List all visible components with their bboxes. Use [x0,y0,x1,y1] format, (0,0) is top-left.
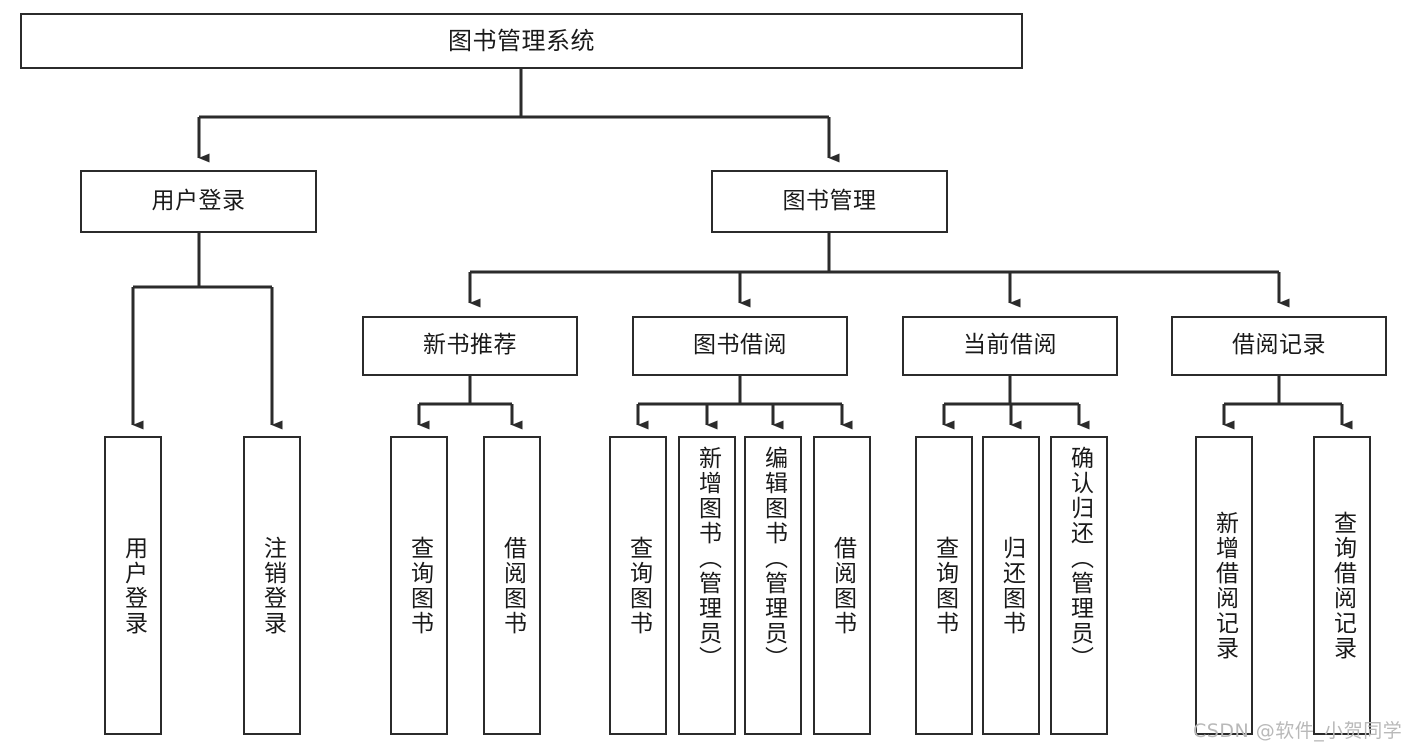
node-label: 查询图书 [406,535,433,636]
leaf-new-book-query-book[interactable]: 查询图书 [390,436,448,735]
node-label: 查询图书 [931,535,958,636]
node-label: 当前借阅 [963,332,1057,359]
leaf-current-borrow-query-book[interactable]: 查询图书 [915,436,973,735]
node-label: 确认归还（管理员） [1066,446,1093,671]
node-user-login[interactable]: 用户登录 [80,170,317,233]
node-label: 查询借阅记录 [1329,510,1356,661]
node-label: 借阅图书 [499,535,526,636]
node-label: 用户登录 [151,187,246,214]
node-label: 归还图书 [998,535,1025,636]
leaf-user-login-logout[interactable]: 注销登录 [243,436,301,735]
node-book-borrow[interactable]: 图书借阅 [632,316,848,376]
leaf-borrow-record-query-record[interactable]: 查询借阅记录 [1313,436,1371,735]
node-label: 新增图书（管理员） [694,446,721,671]
node-root-book-management-system[interactable]: 图书管理系统 [20,13,1023,69]
leaf-new-book-borrow-book[interactable]: 借阅图书 [483,436,541,735]
node-label: 借阅记录 [1232,332,1326,359]
node-new-book-recommend[interactable]: 新书推荐 [362,316,578,376]
node-label: 注销登录 [259,535,286,636]
leaf-book-borrow-query-book[interactable]: 查询图书 [609,436,667,735]
leaf-current-borrow-return-book[interactable]: 归还图书 [982,436,1040,735]
leaf-borrow-record-add-record[interactable]: 新增借阅记录 [1195,436,1253,735]
node-label: 借阅图书 [829,535,856,636]
node-book-management[interactable]: 图书管理 [711,170,948,233]
node-label: 查询图书 [625,535,652,636]
leaf-current-borrow-confirm-return-admin[interactable]: 确认归还（管理员） [1050,436,1108,735]
node-label: 新书推荐 [423,332,517,359]
leaf-book-borrow-add-book-admin[interactable]: 新增图书（管理员） [678,436,736,735]
leaf-book-borrow-borrow-book[interactable]: 借阅图书 [813,436,871,735]
node-label: 新增借阅记录 [1211,510,1238,661]
leaf-book-borrow-edit-book-admin[interactable]: 编辑图书（管理员） [744,436,802,735]
node-label: 用户登录 [120,535,147,636]
node-label: 编辑图书（管理员） [760,446,787,671]
leaf-user-login-login[interactable]: 用户登录 [104,436,162,735]
node-current-borrow[interactable]: 当前借阅 [902,316,1118,376]
node-label: 图书借阅 [693,332,787,359]
node-borrow-record[interactable]: 借阅记录 [1171,316,1387,376]
node-label: 图书管理系统 [448,26,595,55]
node-label: 图书管理 [782,187,877,214]
